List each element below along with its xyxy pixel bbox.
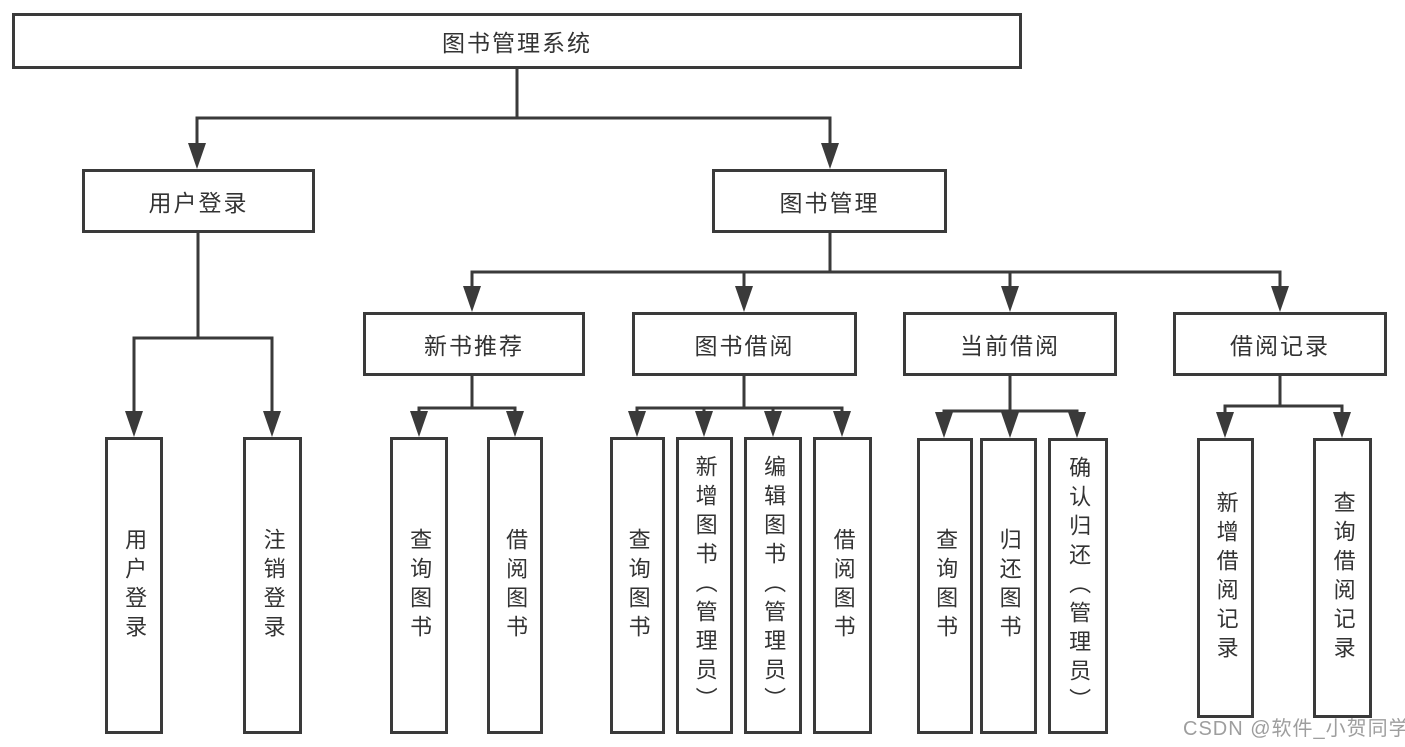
leaf-borrowing-add-books-admin: 新增图书（管理员） (676, 437, 733, 734)
leaf-user-login: 用户登录 (105, 437, 163, 734)
leaf-borrowing-borrow-books: 借阅图书 (813, 437, 872, 734)
node-borrowing-records: 借阅记录 (1173, 312, 1387, 376)
node-book-management: 图书管理 (712, 169, 947, 233)
leaf-records-query-borrow-record: 查询借阅记录 (1313, 438, 1372, 718)
node-user-login: 用户登录 (82, 169, 315, 233)
leaf-borrowing-edit-books-admin: 编辑图书（管理员） (744, 437, 802, 734)
node-book-borrowing: 图书借阅 (632, 312, 857, 376)
leaf-current-query-books: 查询图书 (917, 438, 973, 734)
node-current-borrowing: 当前借阅 (903, 312, 1117, 376)
leaf-newbook-query-books: 查询图书 (390, 437, 448, 734)
node-new-book-recommend: 新书推荐 (363, 312, 585, 376)
leaf-current-confirm-return-admin: 确认归还（管理员） (1048, 438, 1108, 734)
node-root-library-system: 图书管理系统 (12, 13, 1022, 69)
leaf-logout: 注销登录 (243, 437, 302, 734)
leaf-borrowing-query-books: 查询图书 (610, 437, 665, 734)
csdn-watermark: CSDN @软件_小贺同学 (1183, 718, 1405, 740)
leaf-current-return-books: 归还图书 (980, 438, 1037, 734)
leaf-newbook-borrow-books: 借阅图书 (487, 437, 543, 734)
leaf-records-add-borrow-record: 新增借阅记录 (1197, 438, 1254, 718)
